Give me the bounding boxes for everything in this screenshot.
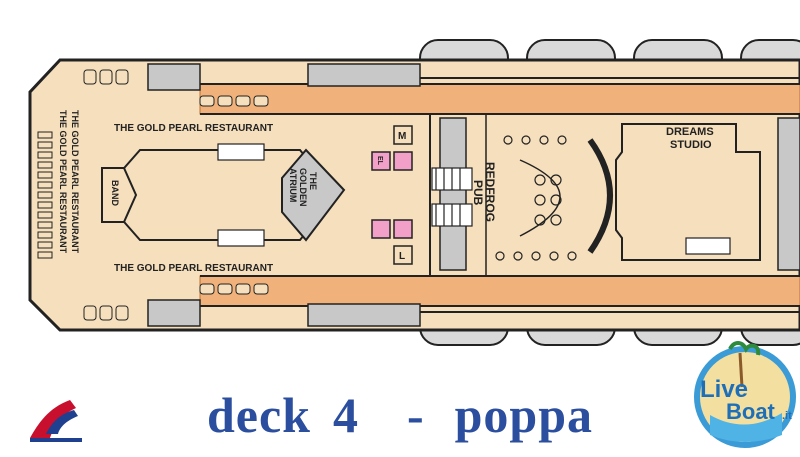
cruise-line-logo xyxy=(30,400,82,442)
pub-tables xyxy=(495,135,577,261)
promenade-deck-top xyxy=(199,83,800,115)
restaurant-seating xyxy=(37,69,269,321)
elevators xyxy=(371,125,413,265)
liveboat-brand2: Boat xyxy=(726,399,776,424)
restaurant-label-left-b: THE GOLD PEARL RESTAURANT xyxy=(70,110,80,254)
caption-deck-word: deck xyxy=(206,387,311,443)
caption-deck-number: 4 xyxy=(332,387,359,443)
golden-atrium xyxy=(281,148,346,242)
atrium-label-3: ATRIUM xyxy=(288,168,298,202)
dreams-studio-wall xyxy=(615,123,761,261)
pub-bar xyxy=(587,138,613,254)
pub-label-1: REDFROG xyxy=(483,162,497,222)
service-areas xyxy=(147,63,800,327)
liveboat-suffix: .it xyxy=(782,410,792,422)
restaurant-label-left-a: THE GOLD PEARL RESTAURANT xyxy=(58,110,68,254)
caption-section: poppa xyxy=(454,387,594,443)
m-label: M xyxy=(398,131,406,142)
hull xyxy=(28,58,800,332)
l-label: L xyxy=(399,251,405,262)
atrium-label-2: GOLDEN xyxy=(298,168,308,207)
band-label: BAND xyxy=(110,180,120,206)
stairs xyxy=(217,143,731,255)
atrium-label-1: THE xyxy=(308,172,318,190)
promenade-deck-bottom xyxy=(199,275,800,307)
pub-label-2: PUB xyxy=(471,180,485,206)
studio-label-1: DREAMS xyxy=(666,126,714,138)
liveboat-brand: Live xyxy=(700,376,748,403)
restaurant-label-bottom: THE GOLD PEARL RESTAURANT xyxy=(114,263,273,274)
band-stage xyxy=(101,167,138,223)
elevator-label: EL xyxy=(376,156,383,166)
caption-dash: - xyxy=(406,387,425,443)
deck-caption: deck 4-poppa xyxy=(0,386,800,444)
studio-label-2: STUDIO xyxy=(670,139,712,151)
restaurant-label-top: THE GOLD PEARL RESTAURANT xyxy=(114,123,273,134)
liveboat-logo: Live Boat .it xyxy=(694,341,796,448)
